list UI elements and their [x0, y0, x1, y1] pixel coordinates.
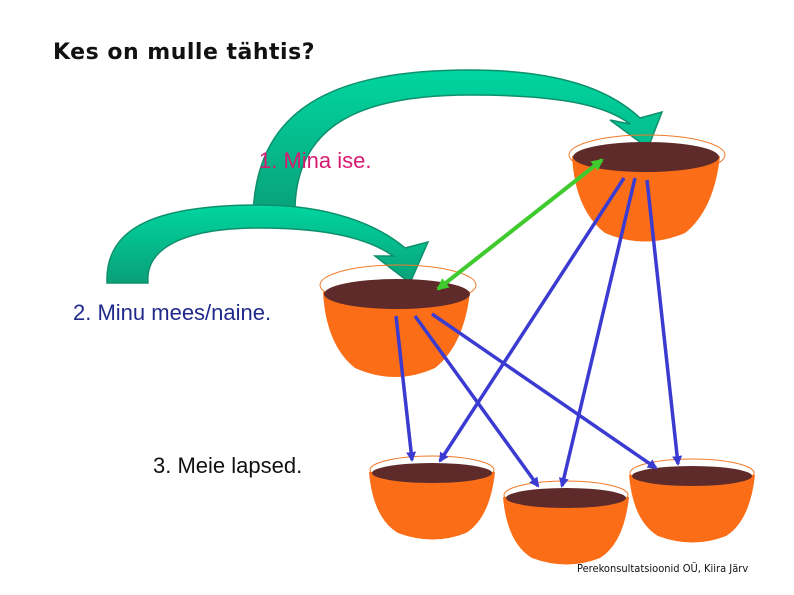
pot-child-2: [503, 481, 629, 565]
pot-child-1: [369, 456, 495, 540]
footer-credit: Perekonsultatsioonid OÜ, Kiira Järv: [577, 562, 748, 575]
label-children: 3. Meie lapsed.: [153, 453, 302, 479]
pot-child-3: [629, 459, 755, 543]
label-self: 1. Mina ise.: [259, 148, 372, 174]
label-spouse: 2. Minu mees/naine.: [73, 300, 271, 326]
page-title: Kes on mulle tähtis?: [53, 40, 315, 65]
arrow-spouse-to-child-3: [432, 314, 656, 468]
mutual-arrow: [438, 160, 602, 289]
curved-arrow-spouse: [107, 205, 428, 283]
arrow-self-to-child-1: [440, 178, 624, 461]
